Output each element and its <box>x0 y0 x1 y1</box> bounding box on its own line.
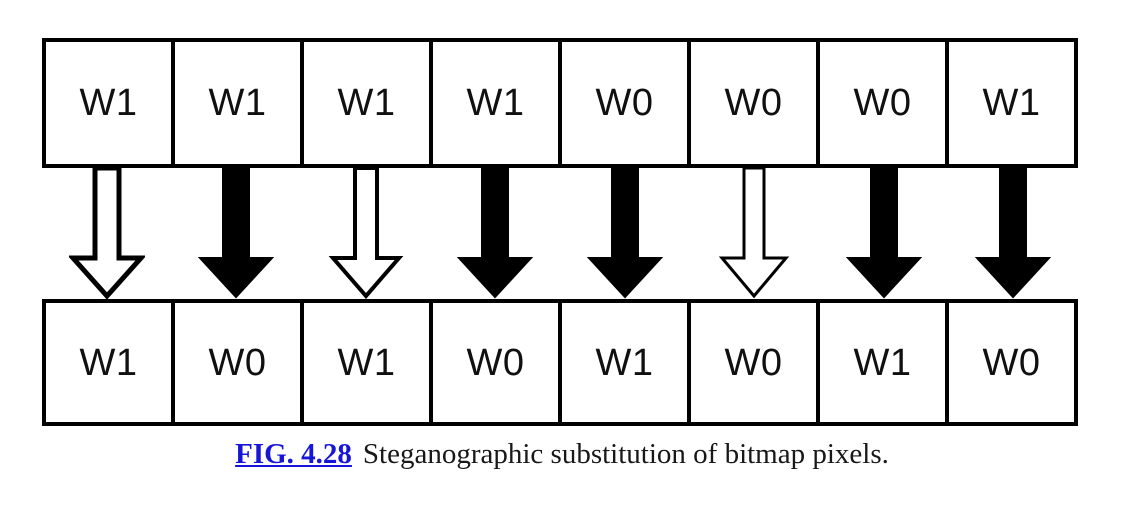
figure-caption-text: Steganographic substitution of bitmap pi… <box>362 438 889 470</box>
arrow-band <box>42 168 1078 299</box>
pixel-label: W1 <box>853 341 912 384</box>
arrow-slot <box>560 168 690 299</box>
pixel-label: W0 <box>853 82 912 124</box>
pixel-label: W1 <box>466 82 525 124</box>
original-pixel-row: W1 W1 W1 W1 W0 W0 W0 W1 <box>42 38 1078 168</box>
pixel-cell: W1 <box>46 303 175 422</box>
pixel-label: W1 <box>337 82 396 124</box>
pixel-cell: W0 <box>175 303 304 422</box>
pixel-cell: W0 <box>820 42 949 164</box>
pixel-label: W1 <box>337 341 396 384</box>
arrow-slot <box>42 168 172 299</box>
down-arrow-hollow-icon <box>328 168 404 299</box>
pixel-cell: W1 <box>304 42 433 164</box>
down-arrow-solid-icon <box>586 168 663 299</box>
down-arrow-solid-icon <box>457 168 534 299</box>
pixel-cell: W0 <box>691 42 820 164</box>
arrow-slot <box>949 168 1079 299</box>
down-arrow-solid-icon <box>975 168 1052 299</box>
pixel-cell: W0 <box>691 303 820 422</box>
pixel-label: W1 <box>79 82 138 124</box>
pixel-cell: W0 <box>433 303 562 422</box>
pixel-label: W0 <box>724 341 783 384</box>
down-arrow-solid-icon <box>198 168 275 299</box>
arrow-slot <box>431 168 561 299</box>
figure-caption: FIG. 4.28 Steganographic substitution of … <box>0 438 1124 471</box>
pixel-cell: W0 <box>949 303 1074 422</box>
figure-number-link[interactable]: FIG. 4.28 <box>235 438 352 470</box>
pixel-label: W1 <box>79 341 138 384</box>
pixel-label: W0 <box>466 341 525 384</box>
pixel-label: W0 <box>982 341 1041 384</box>
pixel-cell: W1 <box>46 42 175 164</box>
arrow-slot <box>690 168 820 299</box>
arrow-slot <box>819 168 949 299</box>
pixel-cell: W1 <box>304 303 433 422</box>
pixel-label: W1 <box>208 82 267 124</box>
pixel-cell: W1 <box>175 42 304 164</box>
pixel-cell: W0 <box>562 42 691 164</box>
pixel-label: W0 <box>724 82 783 124</box>
pixel-cell: W1 <box>433 42 562 164</box>
down-arrow-solid-icon <box>845 168 922 299</box>
arrow-slot <box>301 168 431 299</box>
pixel-label: W1 <box>982 82 1041 124</box>
pixel-cell: W1 <box>949 42 1074 164</box>
arrow-slot <box>172 168 302 299</box>
pixel-label: W0 <box>595 82 654 124</box>
pixel-cell: W1 <box>562 303 691 422</box>
pixel-label: W0 <box>208 341 267 384</box>
substituted-pixel-row: W1 W0 W1 W0 W1 W0 W1 W0 <box>42 299 1078 426</box>
down-arrow-hollow-icon <box>68 168 145 299</box>
pixel-cell: W1 <box>820 303 949 422</box>
down-arrow-hollow-icon <box>719 168 790 299</box>
pixel-label: W1 <box>595 341 654 384</box>
